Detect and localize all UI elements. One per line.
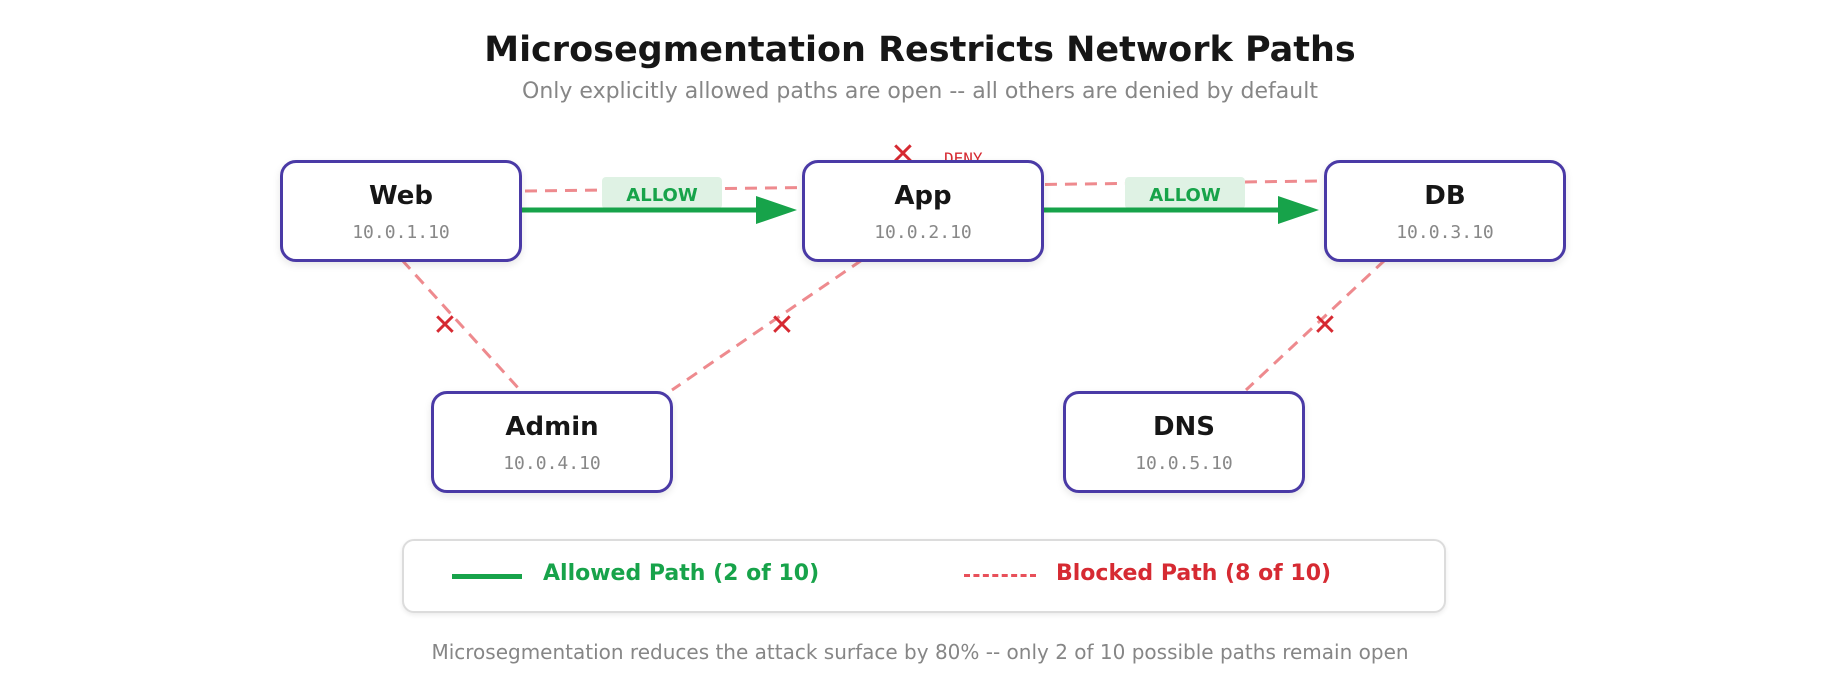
node-ip: 10.0.5.10 bbox=[1135, 453, 1233, 474]
node-name: Admin bbox=[505, 412, 599, 442]
diagram-title: Microsegmentation Restricts Network Path… bbox=[484, 30, 1356, 70]
node-ip: 10.0.1.10 bbox=[352, 222, 450, 243]
node-app: App 10.0.2.10 bbox=[802, 160, 1044, 262]
legend-allowed-swatch bbox=[452, 574, 522, 579]
legend-allowed-label: Allowed Path (2 of 10) bbox=[543, 561, 820, 586]
footer-note: Microsegmentation reduces the attack sur… bbox=[431, 640, 1409, 664]
arrowhead-web-app bbox=[756, 196, 797, 224]
diagram-subtitle: Only explicitly allowed paths are open -… bbox=[522, 79, 1318, 104]
node-name: App bbox=[894, 181, 952, 211]
node-dns: DNS 10.0.5.10 bbox=[1063, 391, 1305, 493]
blocked-marker-db-dns: ✕ bbox=[1312, 308, 1337, 343]
node-web: Web 10.0.1.10 bbox=[280, 160, 522, 262]
allow-label-web-app: ALLOW bbox=[626, 185, 698, 206]
allow-label-bg-app-db bbox=[1125, 177, 1245, 209]
allow-label-bg-web-app bbox=[602, 177, 722, 209]
node-ip: 10.0.2.10 bbox=[874, 222, 972, 243]
blocked-marker-app-admin: ✕ bbox=[769, 308, 794, 343]
legend-blocked-label: Blocked Path (8 of 10) bbox=[1056, 561, 1332, 586]
node-name: Web bbox=[369, 181, 433, 211]
node-db: DB 10.0.3.10 bbox=[1324, 160, 1566, 262]
legend: Allowed Path (2 of 10) Blocked Path (8 o… bbox=[402, 539, 1446, 613]
allow-label-app-db: ALLOW bbox=[1149, 185, 1221, 206]
blocked-marker-web-admin: ✕ bbox=[432, 308, 457, 343]
blocked-path-db-dns bbox=[1244, 258, 1387, 392]
blocked-path-web-admin bbox=[400, 258, 522, 392]
node-name: DB bbox=[1424, 181, 1466, 211]
node-ip: 10.0.3.10 bbox=[1396, 222, 1494, 243]
node-ip: 10.0.4.10 bbox=[503, 453, 601, 474]
blocked-path-app-admin bbox=[671, 258, 863, 392]
arrowhead-app-db bbox=[1278, 196, 1319, 224]
legend-blocked-swatch bbox=[964, 574, 1036, 577]
node-admin: Admin 10.0.4.10 bbox=[431, 391, 673, 493]
node-name: DNS bbox=[1152, 412, 1216, 442]
